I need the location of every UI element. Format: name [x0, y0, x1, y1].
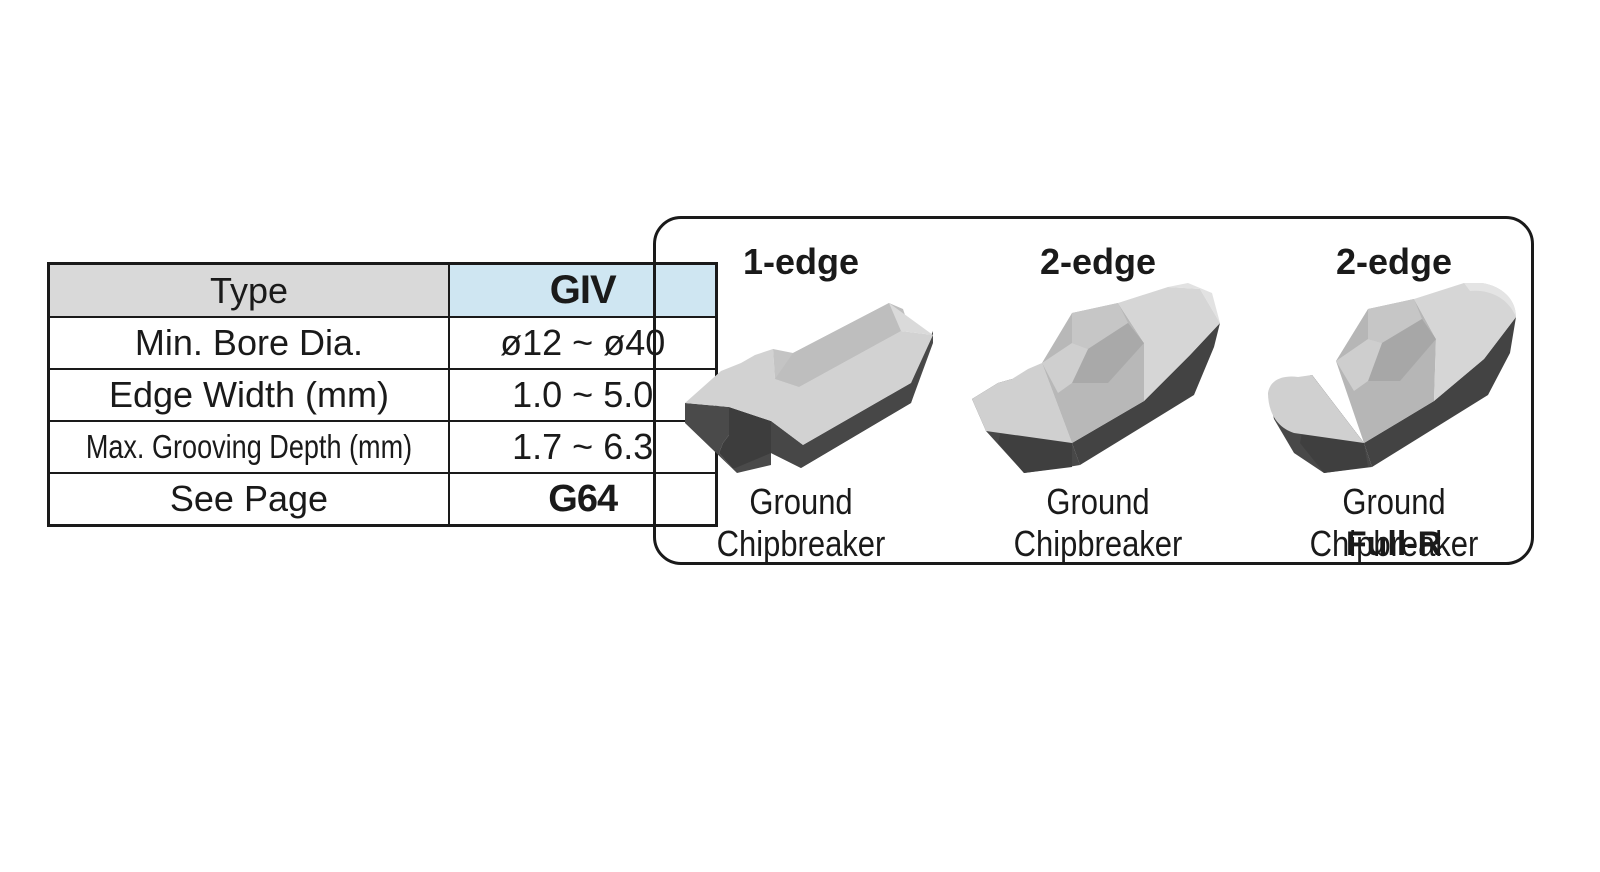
- type-value: GIV: [447, 262, 718, 318]
- table-row: See Page G64: [47, 472, 718, 527]
- table-row: Max. Grooving Depth (mm) 1.7 ~ 6.3: [47, 420, 718, 474]
- see-page-value[interactable]: G64: [447, 472, 718, 527]
- insert-edge-label: 1-edge: [742, 241, 860, 282]
- edge-width-label: Edge Width (mm): [47, 368, 450, 422]
- insert-2-edge-full-r: 2-edge Ground Chipbreaker Full-R: [1249, 219, 1539, 568]
- insert-chipbreaker-label-wrap: Ground Chipbreaker: [656, 481, 946, 565]
- min-bore-label: Min. Bore Dia.: [47, 316, 450, 370]
- insert-2-edge: 2-edge Ground Chipbreaker: [953, 219, 1243, 568]
- insert-chipbreaker-label: Ground Chipbreaker: [716, 481, 886, 564]
- grooving-depth-value: 1.7 ~ 6.3: [447, 420, 718, 474]
- type-label: Type: [47, 262, 450, 318]
- insert-chipbreaker-label-wrap: Ground Chipbreaker: [953, 481, 1243, 565]
- table-row: Min. Bore Dia. ø12 ~ ø40: [47, 316, 718, 370]
- insert-edge-label: 2-edge: [1039, 241, 1157, 282]
- insert-chipbreaker-label-wrap: Ground Chipbreaker: [1249, 481, 1539, 565]
- insert-2-edge-image: [972, 283, 1220, 473]
- edge-width-value: 1.0 ~ 5.0: [447, 368, 718, 422]
- spec-table: Type GIV Min. Bore Dia. ø12 ~ ø40 Edge W…: [47, 262, 719, 527]
- insert-edge-label: 2-edge: [1335, 241, 1453, 282]
- insert-2-edge-full-r-image: [1268, 283, 1516, 473]
- insert-subtitle: Full-R: [1345, 525, 1443, 563]
- insert-1-edge-image: [685, 303, 933, 473]
- grooving-depth-label: Max. Grooving Depth (mm): [85, 428, 413, 465]
- min-bore-value: ø12 ~ ø40: [447, 316, 718, 370]
- insert-1-edge: 1-edge Ground Chipbreaker: [656, 219, 946, 568]
- table-row: Type GIV: [47, 262, 718, 318]
- insert-chipbreaker-label: Ground Chipbreaker: [1013, 481, 1183, 564]
- insert-chipbreaker-label: Ground Chipbreaker: [1309, 481, 1479, 564]
- grooving-depth-label-cell: Max. Grooving Depth (mm): [47, 420, 450, 474]
- see-page-label: See Page: [47, 472, 450, 527]
- table-row: Edge Width (mm) 1.0 ~ 5.0: [47, 368, 718, 422]
- insert-panel: 1-edge Ground Chipbreaker 2-edge: [653, 216, 1534, 565]
